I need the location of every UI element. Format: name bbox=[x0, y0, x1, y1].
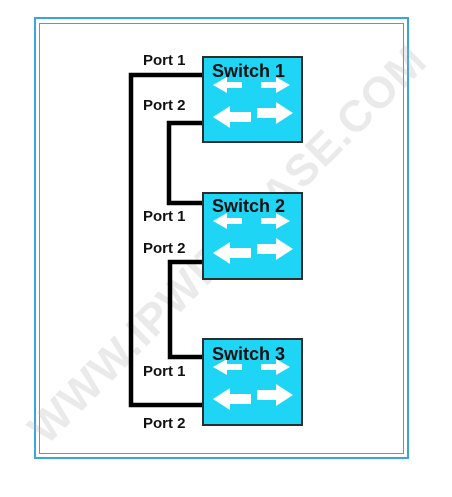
arrow-right-icon bbox=[261, 359, 290, 375]
switch-2-port-2-label: Port 2 bbox=[143, 240, 186, 257]
arrow-left-icon bbox=[213, 359, 242, 375]
diagram-frame-outer bbox=[34, 17, 409, 459]
switch-icon bbox=[202, 192, 303, 280]
switch-1 bbox=[202, 56, 303, 143]
arrow-right-icon bbox=[257, 238, 293, 260]
switch-1-port-2-label: Port 2 bbox=[143, 97, 186, 114]
switch-2-port-1-label: Port 1 bbox=[143, 208, 186, 225]
arrow-left-icon bbox=[213, 77, 242, 93]
arrow-right-icon bbox=[261, 77, 290, 93]
arrow-left-icon bbox=[213, 213, 242, 229]
diagram-frame-inner bbox=[39, 23, 404, 454]
arrow-left-icon bbox=[213, 388, 251, 410]
switch-3-port-1-label: Port 1 bbox=[143, 363, 186, 380]
arrow-left-icon bbox=[213, 242, 251, 264]
arrow-right-icon bbox=[257, 384, 293, 406]
arrow-left-icon bbox=[213, 106, 251, 128]
arrow-right-icon bbox=[257, 102, 293, 124]
arrow-right-icon bbox=[261, 213, 290, 229]
switch-3 bbox=[202, 338, 303, 426]
switch-2-label: Switch 2 bbox=[212, 196, 286, 216]
cable-s2p2-to-s3p1 bbox=[167, 259, 205, 360]
switch-1-port-1-label: Port 1 bbox=[143, 52, 186, 69]
switch-2 bbox=[202, 192, 303, 280]
cable-s1p1-to-s3p2 bbox=[128, 72, 205, 408]
switch-3-port-2-label: Port 2 bbox=[143, 415, 186, 432]
switch-icon bbox=[202, 56, 303, 143]
switch-1-label: Switch 1 bbox=[212, 61, 286, 81]
switch-icon bbox=[202, 338, 303, 426]
cable-s1p2-to-s2p1 bbox=[166, 120, 205, 206]
cables bbox=[128, 72, 205, 408]
switch-3-label: Switch 3 bbox=[212, 344, 286, 364]
